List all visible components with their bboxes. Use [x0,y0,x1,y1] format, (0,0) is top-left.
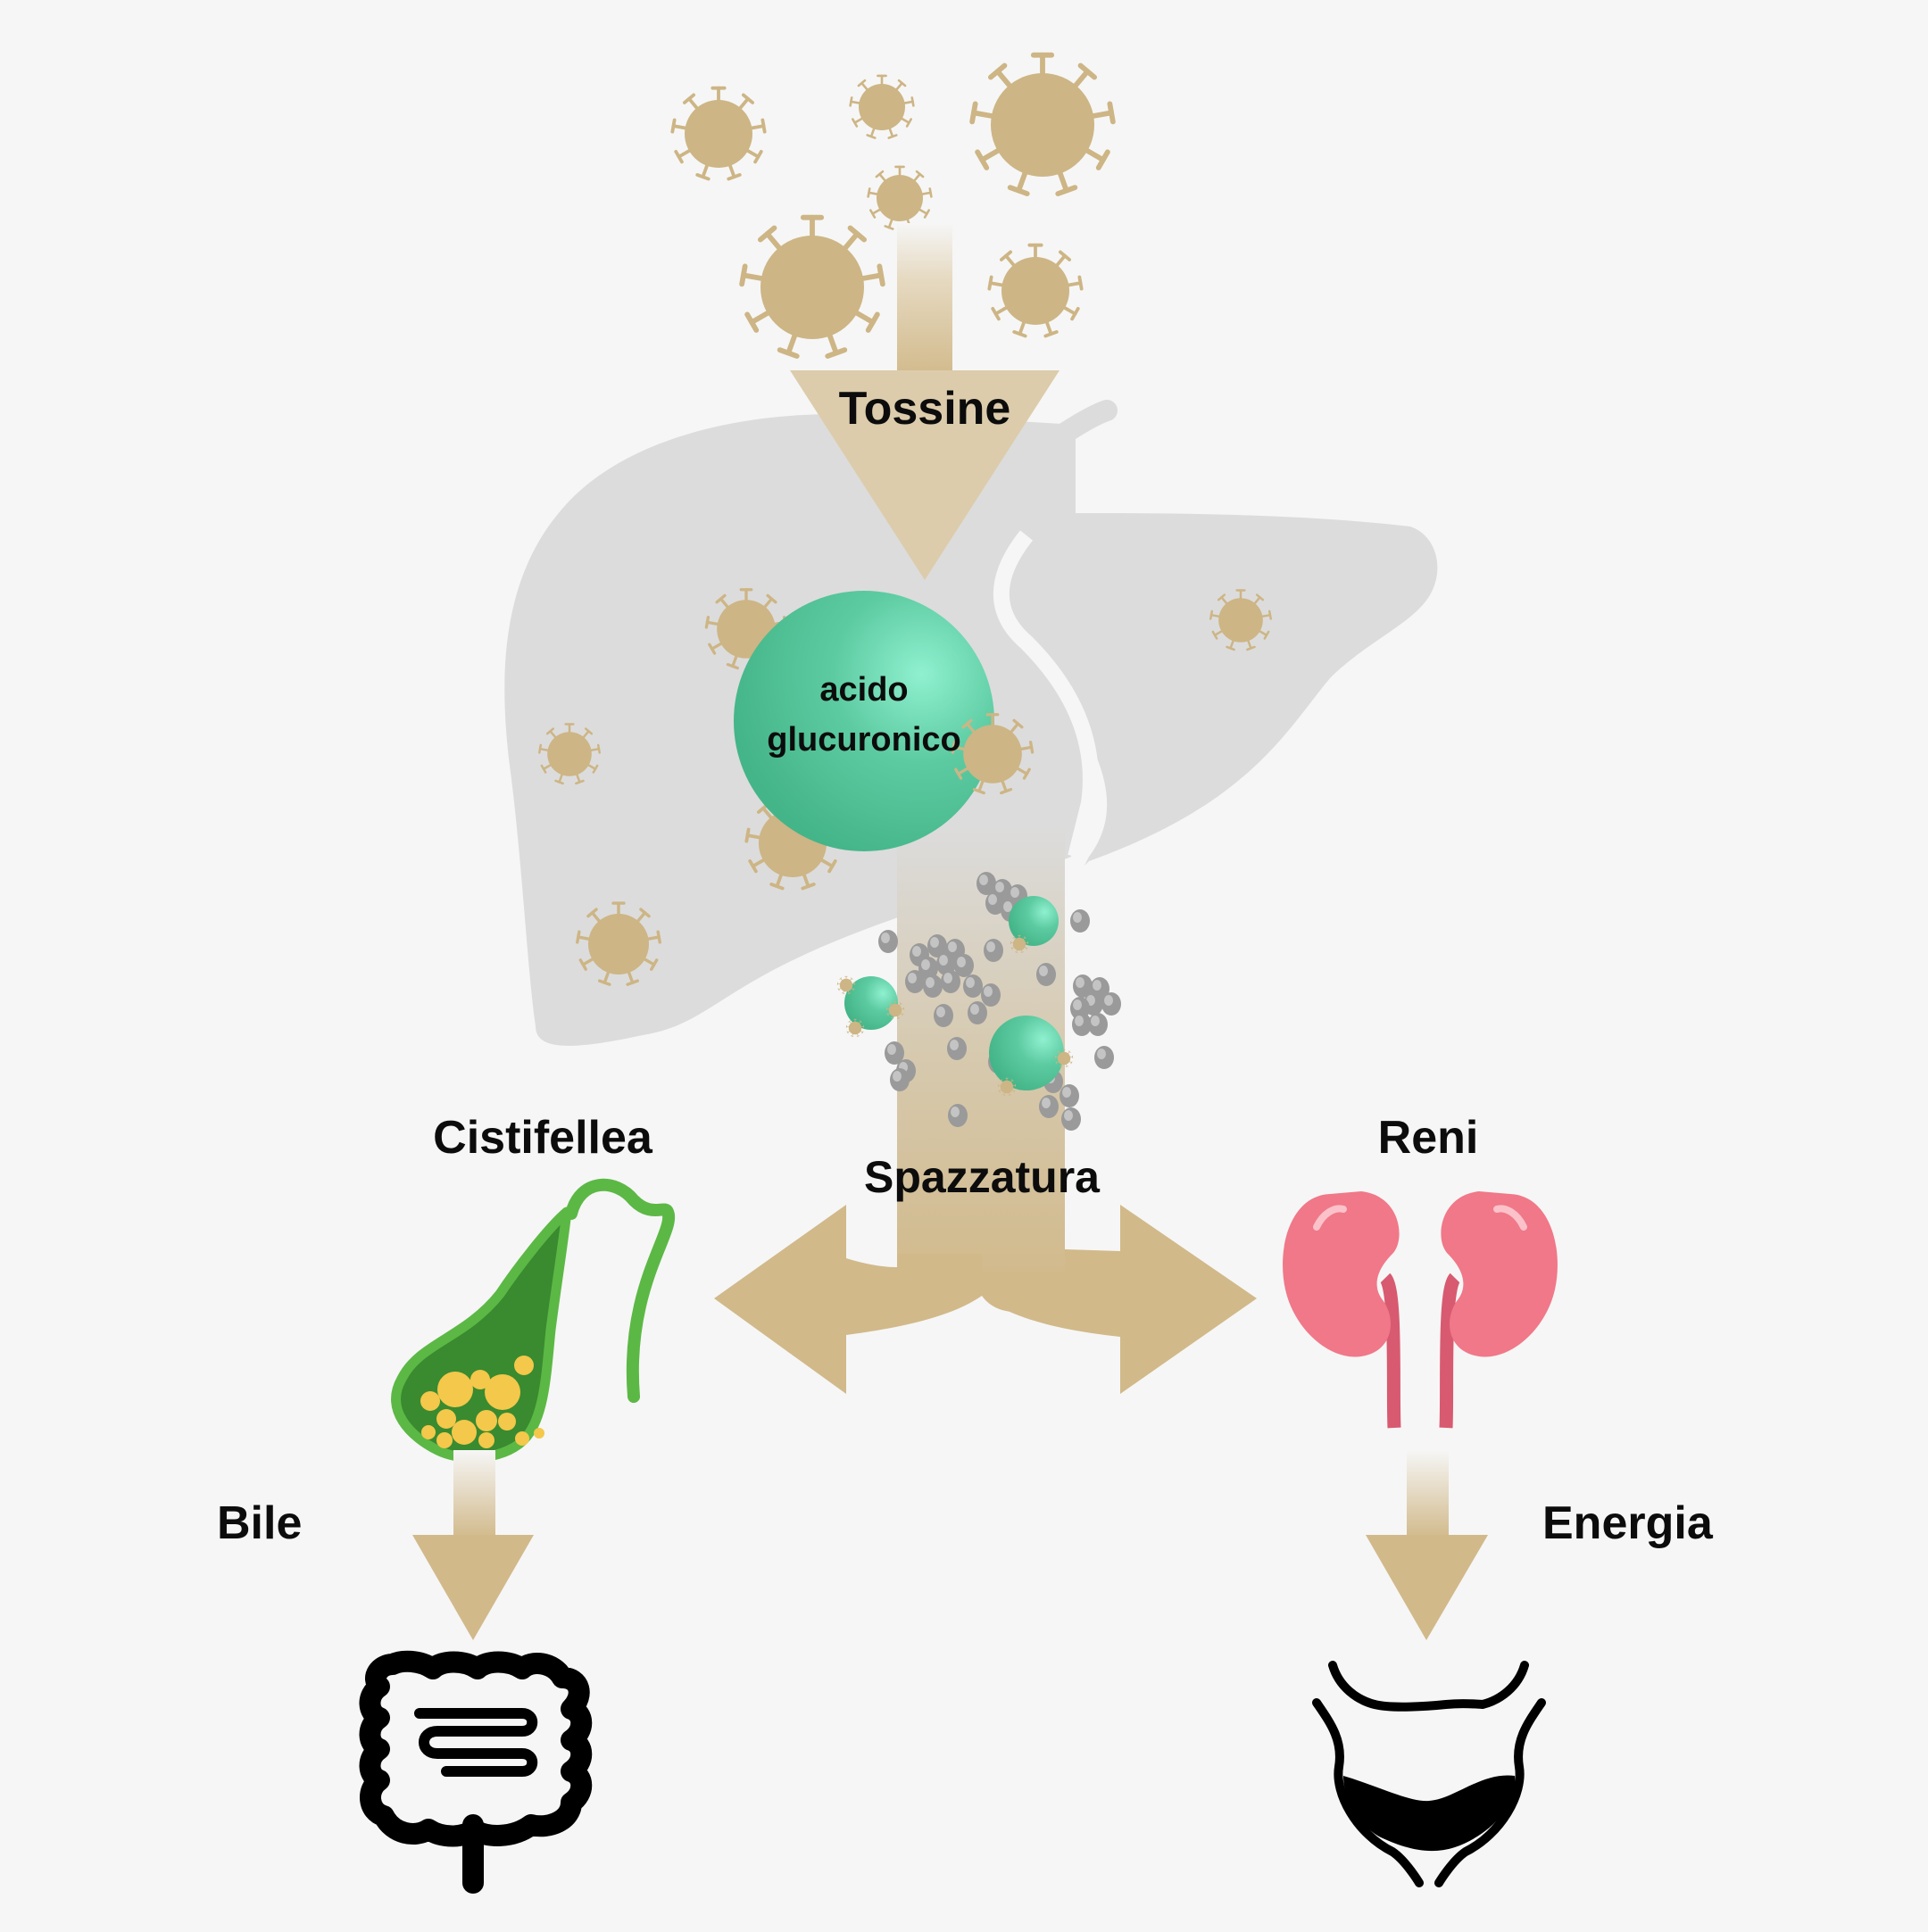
virus-icon [742,218,883,356]
glucuronic-label-line1: acido [819,671,909,709]
kidneys-icon [1283,1191,1558,1429]
gallbladder-icon [391,1178,676,1463]
virus-icon [670,86,767,181]
sphere-icon [1009,896,1059,946]
intestine-icon [359,1650,593,1894]
glucuronic-label-line2: glucuronico [767,721,961,759]
virus-icon [867,165,933,230]
bile-label: Bile [217,1497,303,1549]
virus-icon [972,55,1113,194]
virus-icon [845,1018,865,1037]
gallbladder-label: Cistifellea [433,1112,652,1164]
sphere-icon [989,1016,1064,1090]
small-spheres [836,896,1074,1096]
sphere-icon [844,976,898,1030]
waste-label: Spazzatura [864,1152,1100,1202]
bile-arrow [412,1450,534,1640]
energy-label: Energia [1542,1497,1713,1549]
toxins-label: Tossine [838,383,1011,435]
virus-icon [849,74,915,139]
kidneys-label: Reni [1377,1112,1479,1164]
energy-arrow [1366,1450,1488,1640]
sphere-icon [734,591,994,851]
toxins-cluster [670,55,1113,356]
toxins-arrow [790,223,1060,580]
bladder-icon [1312,1661,1546,1887]
virus-icon [987,243,1084,338]
